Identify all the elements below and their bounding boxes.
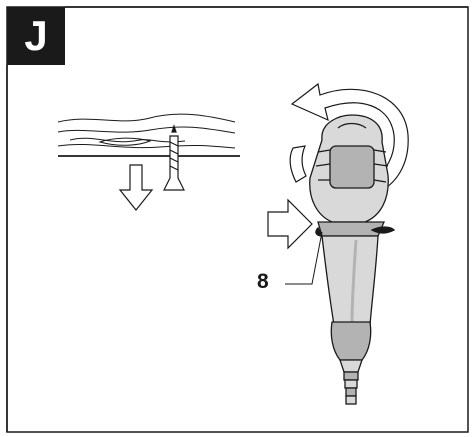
wood-board [57, 113, 240, 157]
screw-icon [163, 124, 185, 191]
arrow-right-icon [267, 198, 313, 250]
callout-number: 8 [257, 270, 269, 293]
screwdriver-tool [309, 114, 396, 405]
section-badge: J [7, 7, 65, 65]
figure-border [6, 6, 469, 433]
arrow-down-icon [118, 164, 154, 211]
callout-leader [285, 231, 323, 285]
